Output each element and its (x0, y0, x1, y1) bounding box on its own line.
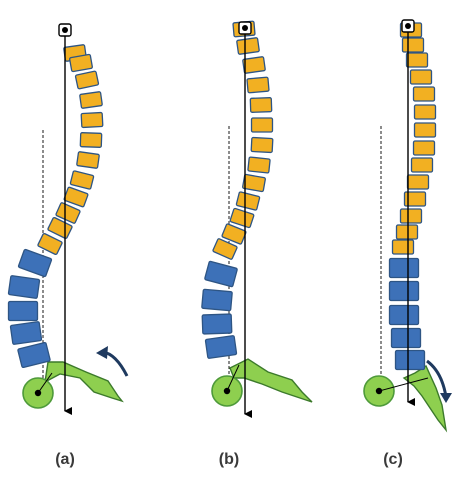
panel-label-b: (b) (199, 451, 259, 469)
thoracic-vertebra-a-5 (81, 112, 103, 127)
thoracic-vertebra-c-6 (415, 105, 436, 119)
thoracic-vertebra-b-3 (243, 57, 266, 74)
head-marker-icon (59, 24, 71, 36)
thoracic-vertebra-a-8 (70, 171, 94, 190)
thoracic-vertebra-b-9 (242, 174, 265, 191)
thoracic-vertebra-b-2 (237, 38, 260, 55)
panel-c (364, 20, 452, 430)
panel-a (8, 24, 127, 411)
lumbar-vertebra-c-4 (392, 329, 421, 348)
lumbar-vertebra-c-2 (390, 282, 419, 301)
lumbar-vertebra-b-2 (202, 289, 233, 310)
thoracic-vertebra-b-10 (236, 192, 260, 211)
pelvis-b (230, 359, 312, 402)
thoracic-vertebra-a-6 (80, 133, 101, 148)
lumbar-vertebra-c-3 (390, 306, 419, 325)
thoracic-vertebra-a-9 (64, 187, 89, 207)
panel-label-c: (c) (363, 451, 423, 469)
thoracic-vertebra-c-12 (401, 209, 422, 223)
thoracic-vertebra-c-14 (393, 240, 414, 254)
thoracic-vertebra-c-5 (414, 87, 435, 101)
lumbar-vertebra-a-3 (9, 302, 38, 321)
thoracic-vertebra-b-8 (248, 157, 270, 173)
lumbar-vertebra-c-1 (390, 259, 419, 278)
rotation-arrowhead-a (96, 346, 108, 359)
lumbar-vertebra-b-3 (202, 314, 232, 334)
thoracic-vertebra-a-2 (69, 54, 92, 71)
lumbar-vertebra-a-5 (18, 342, 51, 367)
panel-label-a: (a) (35, 451, 95, 469)
thoracic-vertebra-a-4 (80, 92, 103, 109)
thoracic-vertebra-c-7 (415, 123, 436, 137)
thoracic-vertebra-b-6 (252, 118, 273, 132)
thoracic-vertebra-a-12 (37, 233, 62, 255)
pelvis-a (45, 362, 122, 401)
thoracic-vertebra-b-4 (247, 77, 269, 93)
thoracic-vertebra-a-7 (77, 152, 100, 169)
head-marker-icon (402, 20, 414, 32)
lumbar-vertebra-b-4 (205, 336, 236, 359)
rotation-arrowhead-c (440, 393, 452, 403)
thoracic-vertebra-b-11 (230, 208, 254, 228)
thoracic-vertebra-c-13 (397, 225, 418, 239)
panel-b (202, 21, 312, 414)
lumbar-vertebra-c-5 (396, 351, 425, 370)
thoracic-vertebra-a-3 (75, 71, 98, 89)
thoracic-vertebra-c-9 (412, 158, 433, 172)
thoracic-vertebra-c-8 (414, 141, 435, 155)
thoracic-vertebra-c-10 (408, 175, 429, 189)
lumbar-vertebra-b-1 (205, 261, 238, 287)
thoracic-vertebra-c-2 (403, 38, 424, 52)
lumbar-vertebra-a-4 (10, 322, 41, 345)
head-marker-icon (239, 22, 251, 34)
lumbar-vertebra-a-1 (18, 249, 52, 277)
thoracic-vertebra-b-5 (250, 98, 271, 113)
lumbar-vertebra-a-2 (8, 276, 39, 299)
thoracic-vertebra-c-4 (411, 70, 432, 84)
thoracic-vertebra-c-3 (407, 53, 428, 67)
thoracic-vertebra-b-7 (251, 137, 273, 152)
